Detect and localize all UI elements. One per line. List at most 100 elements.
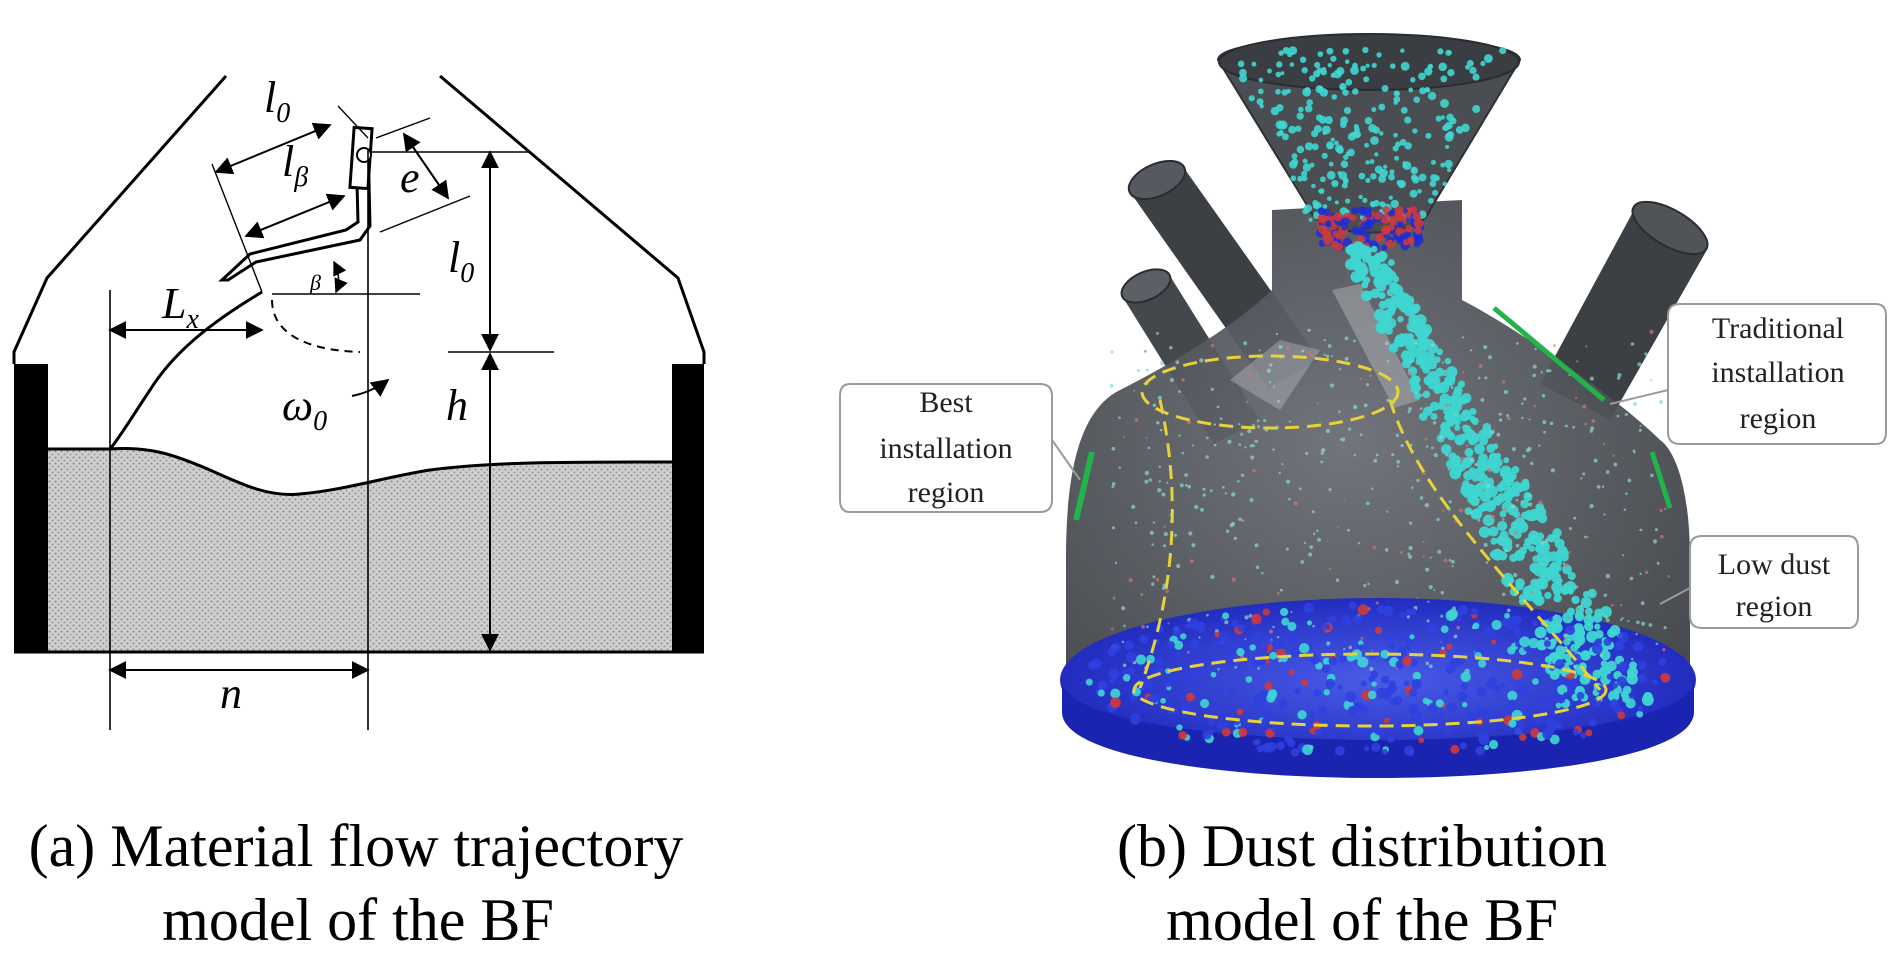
dust-particle (1325, 220, 1332, 228)
dust-particle (1330, 72, 1336, 78)
dust-particle (1144, 479, 1149, 484)
dust-particle (1173, 533, 1178, 537)
rotation-arrow (351, 378, 390, 397)
dust-particle (1241, 519, 1245, 522)
dust-particle (1317, 705, 1327, 715)
dust-particle (1400, 48, 1405, 53)
dust-particle (1571, 597, 1575, 601)
dust-particle (1408, 703, 1419, 714)
dust-particle (1276, 741, 1285, 751)
dust-particle (1521, 416, 1524, 420)
dust-particle (1243, 341, 1248, 346)
dust-particle (1165, 681, 1172, 688)
dust-particle (1236, 708, 1244, 716)
dust-particle (1286, 346, 1290, 351)
dust-particle (1298, 642, 1310, 654)
dust-particle (1425, 661, 1429, 666)
dust-particle (1477, 659, 1487, 668)
dust-particle (1372, 126, 1380, 134)
dust-particle (1256, 745, 1264, 753)
dust-particle (1145, 436, 1148, 439)
dust-particle (1329, 732, 1336, 739)
dust-particle (1111, 526, 1116, 530)
dust-particle (1554, 538, 1565, 549)
dust-particle (1435, 367, 1445, 377)
dust-particle (1162, 544, 1167, 548)
dust-particle (1402, 239, 1410, 246)
dust-particle (1430, 343, 1435, 348)
dust-particle (1289, 62, 1295, 67)
dust-particle (1131, 504, 1136, 510)
dust-particle (1109, 383, 1114, 388)
dust-particle (1408, 688, 1418, 698)
dust-particle (1608, 690, 1620, 702)
dust-particle (1179, 483, 1184, 488)
dust-particle (1592, 669, 1602, 679)
dust-particle (1557, 684, 1568, 695)
dust-particle (1542, 420, 1547, 425)
svg-text:region: region (1740, 402, 1817, 435)
dust-particle (1343, 499, 1346, 503)
dust-particle (1147, 446, 1151, 450)
dust-particle (1436, 348, 1444, 356)
dust-particle (1244, 615, 1249, 620)
dust-particle (1621, 617, 1624, 620)
dust-particle (1322, 204, 1328, 209)
dust-particle (1139, 634, 1149, 644)
dust-particle (1388, 195, 1393, 200)
dust-particle (1342, 177, 1349, 183)
dust-particle (1365, 160, 1370, 165)
dust-particle (1109, 668, 1120, 679)
dust-particle (1380, 687, 1390, 697)
dust-particle (1381, 675, 1390, 685)
dust-particle (1442, 126, 1447, 131)
dust-particle (1459, 413, 1468, 422)
dust-particle (1248, 613, 1253, 618)
dust-particle (1238, 517, 1242, 522)
dust-particle (1516, 342, 1519, 345)
best-region-dashed-boundary (1132, 354, 1608, 728)
dust-particle (1331, 94, 1338, 100)
dust-particle (1441, 361, 1444, 364)
dust-particle (1214, 631, 1220, 638)
dust-particle (1373, 199, 1380, 207)
dust-particle (1161, 492, 1166, 497)
dust-particle (1388, 210, 1395, 217)
dust-particle (1354, 702, 1364, 712)
dust-particle (1533, 404, 1537, 408)
dust-particle (1316, 402, 1319, 405)
dust-particle (1325, 428, 1331, 434)
dust-particle (1252, 659, 1261, 668)
dust-particle (1511, 447, 1516, 452)
dust-particle (1225, 529, 1230, 533)
dust-particle (1097, 680, 1108, 692)
dust-particle (1506, 416, 1511, 421)
dust-particle (1603, 513, 1606, 516)
dust-particle (1308, 75, 1316, 82)
dust-particle (1271, 726, 1277, 732)
dust-particle (1367, 690, 1377, 700)
dust-particle (1600, 660, 1608, 668)
dust-particle (1448, 452, 1457, 461)
dust-particle (1553, 344, 1556, 347)
dust-particle (1591, 419, 1596, 423)
dust-particle (1528, 418, 1531, 421)
dust-particle (1252, 739, 1259, 746)
dust-particle (1412, 385, 1420, 393)
dust-particle (1628, 661, 1638, 670)
dust-particle (1440, 614, 1444, 618)
dust-particle (1625, 492, 1628, 495)
dust-particle (1622, 685, 1632, 695)
dust-particle (1389, 680, 1396, 687)
dust-particle (1526, 494, 1530, 498)
dust-particle (1562, 562, 1566, 566)
dust-particle (1491, 639, 1497, 645)
dust-particle (1655, 642, 1659, 646)
dust-particle (1185, 623, 1191, 629)
dust-particle (1554, 679, 1562, 687)
dust-particle (1384, 341, 1389, 346)
dust-particle (1423, 406, 1433, 416)
dust-particle (1345, 258, 1357, 271)
dust-particle (1437, 48, 1444, 55)
